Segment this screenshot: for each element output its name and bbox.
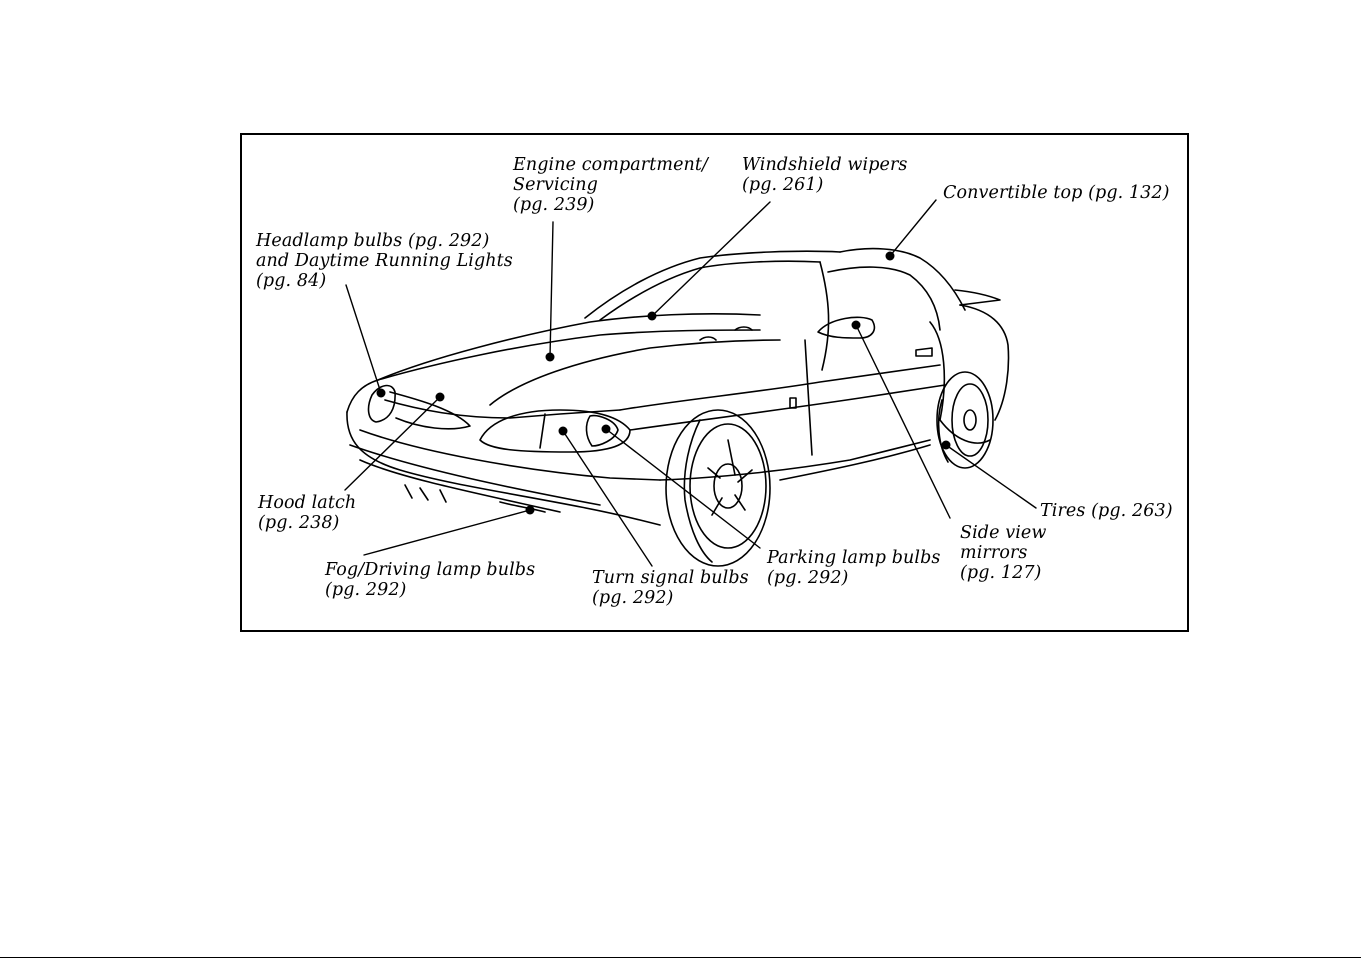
label-turn-signal-bulbs: Turn signal bulbs (pg. 292) xyxy=(592,568,749,608)
label-fog-driving-lamp: Fog/Driving lamp bulbs (pg. 292) xyxy=(325,560,536,600)
dot-mirrors xyxy=(851,320,861,330)
car-body xyxy=(346,247,1010,567)
label-headlamp-bulbs: Headlamp bulbs (pg. 292) and Daytime Run… xyxy=(256,231,513,291)
label-windshield-wipers: Windshield wipers (pg. 261) xyxy=(742,155,908,195)
dot-turn xyxy=(558,426,568,436)
label-engine-compartment: Engine compartment/ Servicing (pg. 239) xyxy=(513,155,709,215)
diagram-frame xyxy=(240,133,1189,632)
label-hood-latch: Hood latch (pg. 238) xyxy=(258,493,357,533)
dot-headlamp xyxy=(376,388,386,398)
dot-engine xyxy=(545,352,555,362)
dot-top xyxy=(885,251,895,261)
label-tires: Tires (pg. 263) xyxy=(1040,501,1173,521)
dot-hood xyxy=(435,392,445,402)
label-convertible-top: Convertible top (pg. 132) xyxy=(943,183,1170,203)
dot-tires xyxy=(941,440,951,450)
callout-dots xyxy=(376,251,951,515)
leader-lines xyxy=(344,199,1037,567)
dot-fog xyxy=(525,505,535,515)
label-parking-lamp-bulbs: Parking lamp bulbs (pg. 292) xyxy=(767,548,941,588)
label-side-view-mirrors: Side view mirrors (pg. 127) xyxy=(960,523,1047,583)
page-bottom-rule xyxy=(0,957,1361,958)
dot-parking xyxy=(601,424,611,434)
dot-wipers xyxy=(647,311,657,321)
